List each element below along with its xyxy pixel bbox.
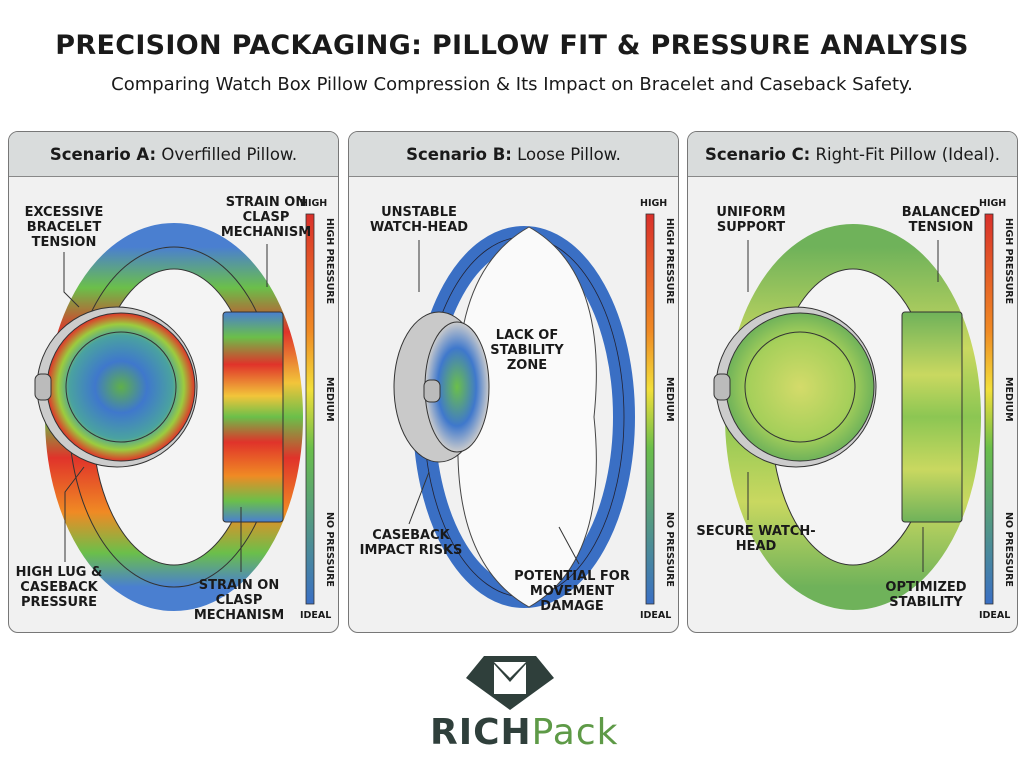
diamond-logo-icon <box>466 656 554 710</box>
scenario-name: Loose Pillow. <box>517 145 621 164</box>
brand-part-pack: Pack <box>531 712 619 753</box>
scale-ideal: IDEAL <box>640 610 672 621</box>
scale-high: HIGH <box>300 198 328 209</box>
callout-label: BALANCED TENSION <box>901 205 981 235</box>
callout-label: LACK OF STABILITY ZONE <box>490 328 564 373</box>
right-fit-watch-illustration <box>713 213 994 610</box>
scenario-label: Scenario C: <box>704 145 811 164</box>
scale-no-pressure: NO PRESSURE <box>1003 512 1014 587</box>
callout-label: UNSTABLE WATCH-HEAD <box>369 205 469 235</box>
scale-high-pressure: HIGH PRESSURE <box>1003 218 1014 305</box>
page-subtitle: Comparing Watch Box Pillow Compression &… <box>111 74 913 95</box>
richpack-logo: RICHPack <box>430 650 617 753</box>
callout-label: EXCESSIVE BRACELET TENSION <box>24 205 104 250</box>
callout-label: HIGH LUG & CASEBACK PRESSURE <box>15 565 103 610</box>
scale-medium: MEDIUM <box>664 377 675 422</box>
loose-pillow-watch-illustration <box>393 213 655 608</box>
scenario-name: Right-Fit Pillow (Ideal). <box>815 145 1001 164</box>
pressure-scale-bar <box>645 213 655 605</box>
overfilled-watch-illustration <box>34 213 315 611</box>
callout-label: STRAIN ON CLASP MECHANISM <box>193 578 285 623</box>
panel-scenario-b: Scenario B: Loose Pillow. UNSTABLE WATCH… <box>348 131 679 633</box>
callout-label: UNIFORM SUPPORT <box>716 205 786 235</box>
scale-high-pressure: HIGH PRESSURE <box>324 218 335 305</box>
scale-high: HIGH <box>640 198 668 209</box>
scale-high-pressure: HIGH PRESSURE <box>664 218 675 305</box>
brand-part-rich: RICH <box>430 712 532 753</box>
callout-label: STRAIN ON CLASP MECHANISM <box>220 195 312 240</box>
pressure-scale-bar <box>305 213 315 605</box>
scale-no-pressure: NO PRESSURE <box>324 512 335 587</box>
scale-medium: MEDIUM <box>1003 377 1014 422</box>
scale-ideal: IDEAL <box>300 610 332 621</box>
panel-header: Scenario B: Loose Pillow. <box>349 132 678 177</box>
callout-label: OPTIMIZED STABILITY <box>885 580 967 610</box>
page-title: PRECISION PACKAGING: PILLOW FIT & PRESSU… <box>55 30 969 61</box>
panel-header: Scenario A: Overfilled Pillow. <box>9 132 338 177</box>
pressure-scale-bar <box>984 213 994 605</box>
panel-header: Scenario C: Right-Fit Pillow (Ideal). <box>688 132 1017 177</box>
brand-name: RICHPack <box>430 712 617 753</box>
scenario-label: Scenario B: <box>406 145 512 164</box>
panel-scenario-c: Scenario C: Right-Fit Pillow (Ideal). UN… <box>687 131 1018 633</box>
scale-no-pressure: NO PRESSURE <box>664 512 675 587</box>
scenario-name: Overfilled Pillow. <box>161 145 298 164</box>
callout-label: CASEBACK IMPACT RISKS <box>359 528 463 558</box>
scale-high: HIGH <box>979 198 1007 209</box>
callout-label: POTENTIAL FOR MOVEMENT DAMAGE <box>514 569 630 614</box>
panel-scenario-a: Scenario A: Overfilled Pillow. EXCESSIVE… <box>8 131 339 633</box>
scale-ideal: IDEAL <box>979 610 1011 621</box>
scenario-label: Scenario A: <box>49 145 157 164</box>
scale-medium: MEDIUM <box>324 377 335 422</box>
callout-label: SECURE WATCH-HEAD <box>696 524 816 554</box>
